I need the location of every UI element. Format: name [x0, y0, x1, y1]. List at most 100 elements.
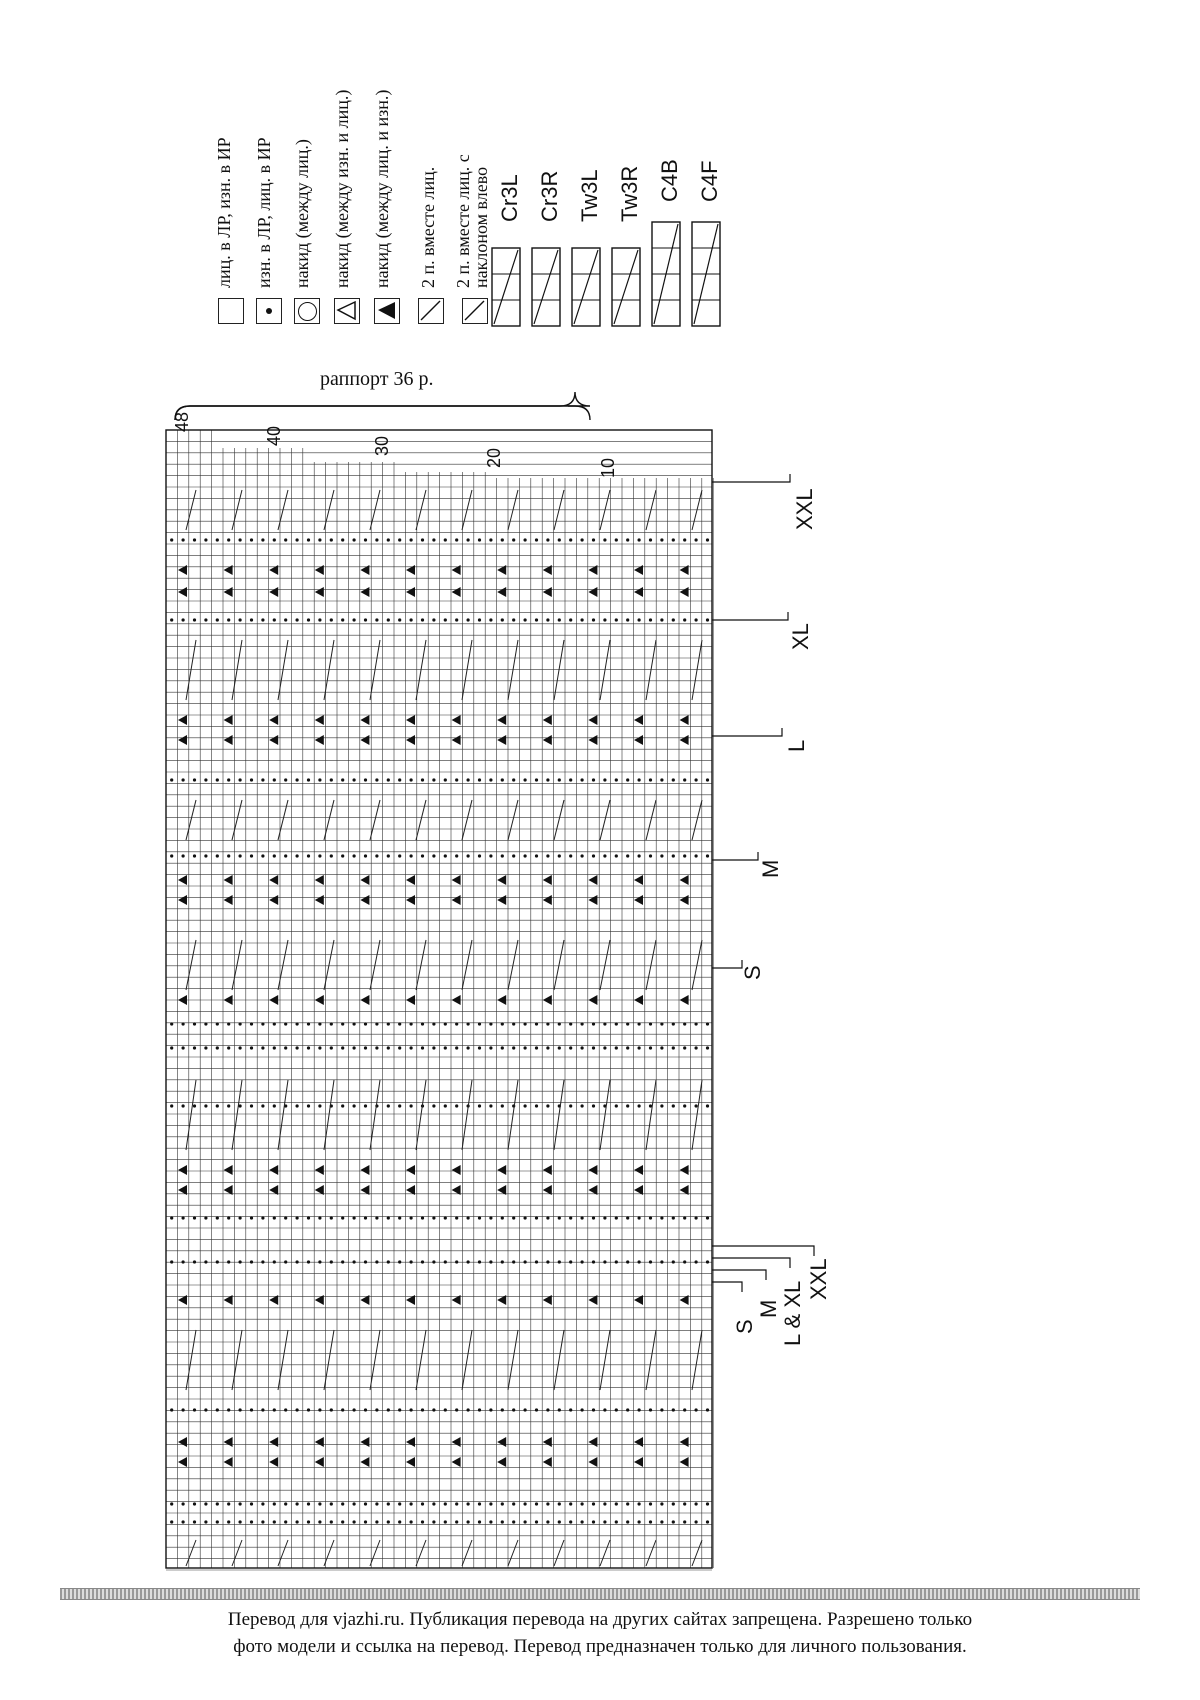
purl-dot [386, 1520, 390, 1524]
cable-diagonal-line [369, 939, 381, 991]
purl-dot [455, 1502, 459, 1506]
purl-dot [215, 854, 219, 858]
cable-diagonal-line [415, 489, 427, 531]
purl-dot [341, 1502, 345, 1506]
yarn-over-circle-icon [294, 298, 320, 324]
yarn-over-triangle-mark [588, 587, 598, 597]
purl-dot [284, 1502, 288, 1506]
purl-dot [671, 1022, 675, 1026]
cable-diagonal-line [691, 639, 703, 701]
cable-diagonal-line [553, 1329, 565, 1391]
purl-dot [386, 538, 390, 542]
purl-dot [249, 618, 254, 622]
yarn-over-triangle-mark [223, 715, 233, 725]
cable-diagonal [613, 249, 639, 325]
yarn-over-triangle-mark [406, 895, 415, 905]
yarn-over-triangle-mark [223, 587, 233, 597]
purl-dot [272, 1022, 276, 1026]
purl-dot [614, 1408, 618, 1412]
cable-diagonal-line [185, 1539, 197, 1567]
yarn-over-triangle-mark [178, 587, 187, 597]
purl-dot [694, 618, 698, 622]
purl-dot [409, 1260, 413, 1264]
purl-dot [238, 1104, 242, 1108]
purl-dot [363, 1260, 368, 1264]
purl-dot [694, 1260, 698, 1264]
yarn-over-triangle-mark [178, 995, 187, 1005]
purl-dot [637, 1022, 641, 1026]
footer-line-1: Перевод для vjazhi.ru. Публикация перево… [227, 1609, 973, 1630]
yarn-over-triangle-mark [634, 875, 643, 885]
purl-dot [580, 1104, 584, 1108]
yarn-over-triangle-mark [542, 895, 552, 905]
purl-dot [386, 1502, 390, 1506]
purl-dot [432, 1046, 436, 1050]
purl-dot [443, 618, 447, 622]
purl-dot [181, 538, 185, 542]
yarn-over-triangle-mark [634, 1295, 643, 1305]
cable-diagonal-line [553, 799, 565, 841]
purl-dot [352, 1022, 356, 1026]
purl-dot [671, 1408, 675, 1412]
yarn-over-triangle-mark [406, 565, 415, 575]
purl-dot [272, 854, 276, 858]
purl-dot [170, 1046, 174, 1050]
size-marker-connector [712, 474, 791, 483]
yarn-over-triangle-mark [679, 1437, 689, 1447]
purl-dot [306, 538, 311, 542]
purl-dot [375, 1260, 379, 1264]
purl-dot [375, 1216, 379, 1220]
purl-dot [705, 1022, 710, 1026]
purl-dot [341, 854, 345, 858]
purl-dot [648, 778, 653, 782]
purl-dot [523, 538, 527, 542]
purl-dot [534, 538, 539, 542]
purl-dot [204, 854, 208, 858]
purl-dot [192, 854, 197, 858]
purl-dot [306, 1104, 311, 1108]
size-marker-connector [712, 728, 783, 737]
cable-diagonal [493, 249, 519, 325]
purl-dot [569, 538, 573, 542]
purl-dot [603, 854, 607, 858]
purl-dot [546, 1046, 550, 1050]
purl-dot [432, 1408, 436, 1412]
purl-dot [683, 1022, 687, 1026]
purl-dot [626, 854, 630, 858]
cable-diagonal-line [691, 489, 703, 531]
purl-dot [409, 1022, 413, 1026]
purl-dot [591, 1216, 596, 1220]
purl-dot [466, 778, 470, 782]
bottom-size-marker-l-xl: L & XL [780, 1280, 805, 1346]
purl-dot [215, 1104, 219, 1108]
purl-dot [614, 1216, 618, 1220]
purl-dot [557, 1408, 561, 1412]
purl-dot [306, 1520, 311, 1524]
purl-dot [477, 1260, 482, 1264]
yarn-over-triangle-mark [360, 875, 370, 885]
yarn-over-triangle-mark [269, 735, 279, 745]
purl-dot [705, 854, 710, 858]
purl-dot [591, 618, 596, 622]
yarn-over-triangle-mark [406, 587, 415, 597]
purl-dot [341, 1520, 345, 1524]
purl-dot [489, 1502, 493, 1506]
cable-diagonal-line [277, 1079, 289, 1151]
yarn-over-triangle-mark [451, 875, 461, 885]
yarn-over-triangle-mark [360, 995, 370, 1005]
purl-dot [363, 618, 368, 622]
purl-dot [614, 1260, 618, 1264]
purl-dot [272, 778, 276, 782]
purl-dot [204, 1216, 208, 1220]
purl-dot [591, 1260, 596, 1264]
purl-dot [363, 778, 368, 782]
purl-dot [455, 538, 459, 542]
purl-dot [192, 1520, 197, 1524]
cable-diagonal-line [185, 1329, 197, 1391]
purl-dot [284, 1260, 288, 1264]
purl-dot [569, 1022, 573, 1026]
bottom-size-marker-connector [712, 1257, 791, 1268]
yarn-over-triangle-mark [360, 1437, 370, 1447]
purl-dot [420, 1046, 425, 1050]
purl-dot [215, 538, 219, 542]
